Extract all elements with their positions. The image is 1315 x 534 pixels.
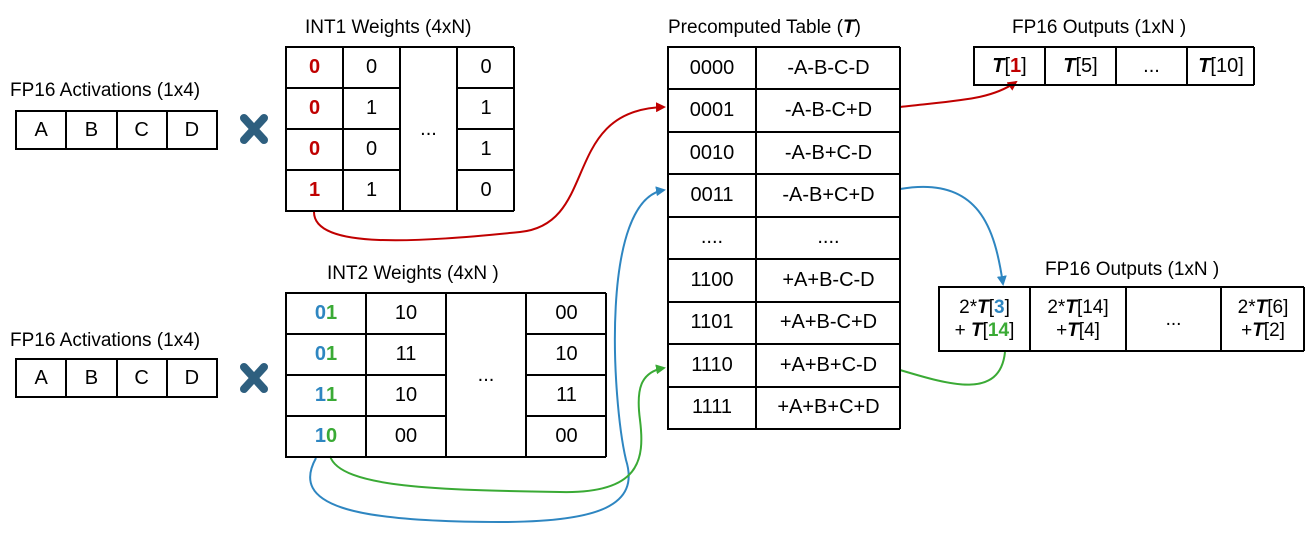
table-value-cell: -A-B-C-D bbox=[756, 47, 901, 90]
int1-bit: 0 bbox=[286, 47, 343, 88]
activation-cell: A bbox=[16, 359, 67, 397]
table-value-cell: .... bbox=[756, 216, 901, 260]
precomputed-table-title: Precomputed Table (T) bbox=[668, 17, 861, 38]
int1-weights-title: INT1 Weights (4xN) bbox=[305, 17, 472, 38]
int2-weight: 10 bbox=[366, 375, 446, 416]
ellipsis: ... bbox=[446, 293, 526, 457]
int1-bit: 0 bbox=[343, 129, 400, 170]
activation-cell: A bbox=[16, 111, 67, 149]
blue-arrow-table-to-output bbox=[899, 186, 1007, 286]
table-value-cell: -A-B-C+D bbox=[756, 89, 901, 132]
table-index-cell: 0001 bbox=[668, 89, 756, 132]
int1-bit: 1 bbox=[286, 170, 343, 211]
multiply-icon bbox=[240, 114, 268, 144]
activations-label: FP16 Activations (1x4) bbox=[10, 80, 201, 101]
table-value-cell: +A+B-C+D bbox=[756, 301, 901, 345]
int2-weight: 10 bbox=[526, 334, 607, 375]
activation-cell: B bbox=[66, 359, 117, 397]
table-value-cell: +A+B+C-D bbox=[756, 344, 901, 387]
int1-bit: 1 bbox=[343, 88, 400, 129]
int1-outputs-title: FP16 Outputs (1xN ) bbox=[1012, 17, 1187, 38]
int1-bit: 0 bbox=[286, 129, 343, 170]
table-value-cell: +A+B+C+D bbox=[756, 386, 901, 429]
output-cell: T[1] bbox=[974, 47, 1045, 85]
int1-outputs-vector: T[1] T[5] ... T[10] bbox=[973, 46, 1255, 86]
activation-cell: D bbox=[166, 359, 217, 397]
int1-bit: 1 bbox=[343, 170, 400, 211]
output-cell: ... bbox=[1116, 47, 1187, 85]
table-index-cell: 1101 bbox=[668, 301, 756, 345]
activations-label: FP16 Activations (1x4) bbox=[10, 330, 201, 351]
output-cell: 2*T[6] +T[2] bbox=[1221, 287, 1305, 351]
activation-cell: C bbox=[116, 359, 167, 397]
int2-weight: 00 bbox=[526, 293, 607, 334]
int2-weight: 11 bbox=[366, 334, 446, 375]
output-cell: 2*T[14] +T[4] bbox=[1030, 287, 1126, 351]
activation-cell: D bbox=[166, 111, 217, 149]
multiply-icon bbox=[240, 363, 268, 393]
output-cell: ... bbox=[1126, 287, 1221, 351]
int2-outputs-vector: 2*T[3] + T[14] 2*T[14] +T[4] ... 2*T[6] … bbox=[938, 286, 1305, 352]
int1-weights-matrix: 0 0 0 1 0 1 0 1 ... 0 1 1 0 bbox=[285, 46, 515, 212]
table-index-cell: 0010 bbox=[668, 131, 756, 175]
table-index-cell: .... bbox=[668, 216, 756, 260]
int1-bit: 0 bbox=[286, 88, 343, 129]
table-value-cell: +A+B-C-D bbox=[756, 259, 901, 302]
table-index-cell: 1111 bbox=[668, 386, 756, 429]
table-index-cell: 1110 bbox=[668, 344, 756, 387]
activations-vector: A B C D bbox=[15, 358, 218, 398]
int1-bit: 1 bbox=[457, 129, 515, 170]
table-value-cell: -A-B+C-D bbox=[756, 131, 901, 175]
int2-weight: 00 bbox=[526, 416, 607, 457]
int1-bit: 0 bbox=[457, 170, 515, 211]
int2-weight: 11 bbox=[526, 375, 607, 416]
table-value-cell: -A-B+C+D bbox=[756, 174, 901, 217]
output-cell: T[5] bbox=[1045, 47, 1116, 85]
int1-bit: 0 bbox=[457, 47, 515, 88]
int1-bit: 0 bbox=[343, 47, 400, 88]
int2-weight: 10 bbox=[366, 293, 446, 334]
activations-vector: A B C D bbox=[15, 110, 218, 150]
int2-outputs-title: FP16 Outputs (1xN ) bbox=[1045, 259, 1220, 280]
green-arrow-table-to-output bbox=[899, 351, 1006, 386]
table-index-cell: 0000 bbox=[668, 47, 756, 90]
ellipsis: ... bbox=[400, 47, 457, 211]
table-index-cell: 1100 bbox=[668, 259, 756, 302]
table-index-cell: 0011 bbox=[668, 174, 756, 217]
output-cell: T[10] bbox=[1187, 47, 1255, 85]
activation-cell: C bbox=[116, 111, 167, 149]
int2-weight: 00 bbox=[366, 416, 446, 457]
activation-cell: B bbox=[66, 111, 117, 149]
int2-weights-title: INT2 Weights (4xN ) bbox=[327, 263, 499, 284]
int1-bit: 1 bbox=[457, 88, 515, 129]
output-cell: 2*T[3] + T[14] bbox=[939, 287, 1030, 351]
